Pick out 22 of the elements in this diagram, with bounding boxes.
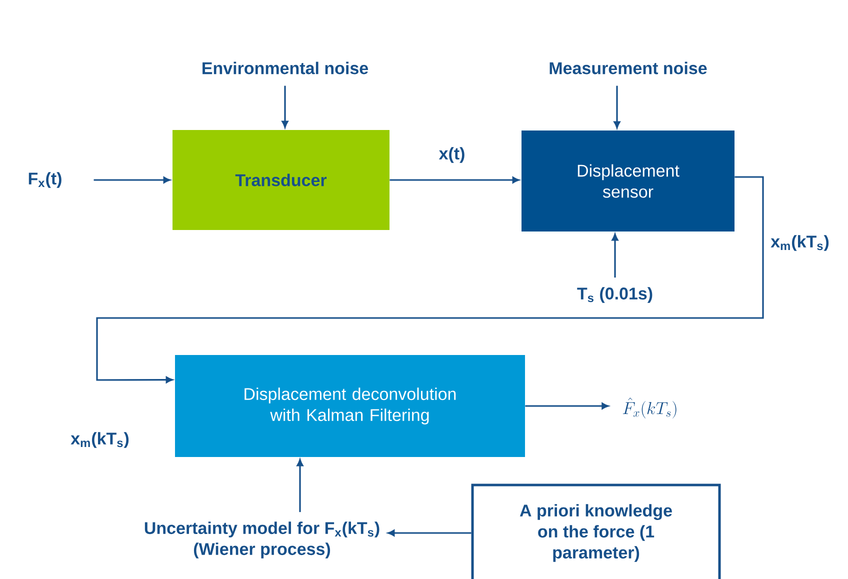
- arrow: [94, 176, 170, 184]
- arrow: [388, 530, 472, 536]
- signal-label: x$_{m}$(kT$_{s}$): [70, 432, 129, 448]
- edge-label: x(t): [438, 146, 466, 164]
- edge-label: x$_{m}$(kT$_{s}$): [770, 234, 830, 252]
- signal-label: F$_{x}$(t): [28, 172, 62, 188]
- arrow: [96, 176, 764, 384]
- arrow: [612, 234, 618, 278]
- transducer-box: Transducer: [172, 130, 390, 230]
- arrow: [390, 176, 520, 184]
- signal-label: T$_{s}$ (0.01s): [577, 287, 652, 303]
- arrow: [282, 86, 288, 128]
- arrow: [614, 86, 620, 128]
- filter-box: Displacement deconvolution with Kalman Filtering: [175, 355, 525, 457]
- arrow: [525, 402, 609, 410]
- signal-label: $\hat{F}_x(kT_s)$: [622, 398, 676, 418]
- sensor-box: Displacement sensor: [522, 130, 734, 232]
- signal-label: Environmental noise: [202, 62, 368, 74]
- knowledge-box: A priori knowledge on the force (1 parameter): [471, 484, 721, 579]
- signal-label: Measurement noise: [550, 62, 707, 74]
- arrow: [296, 459, 304, 512]
- signal-label: Uncertainty model for F$_{x}$(kT$_{s}$) (Wiener process): [144, 522, 380, 558]
